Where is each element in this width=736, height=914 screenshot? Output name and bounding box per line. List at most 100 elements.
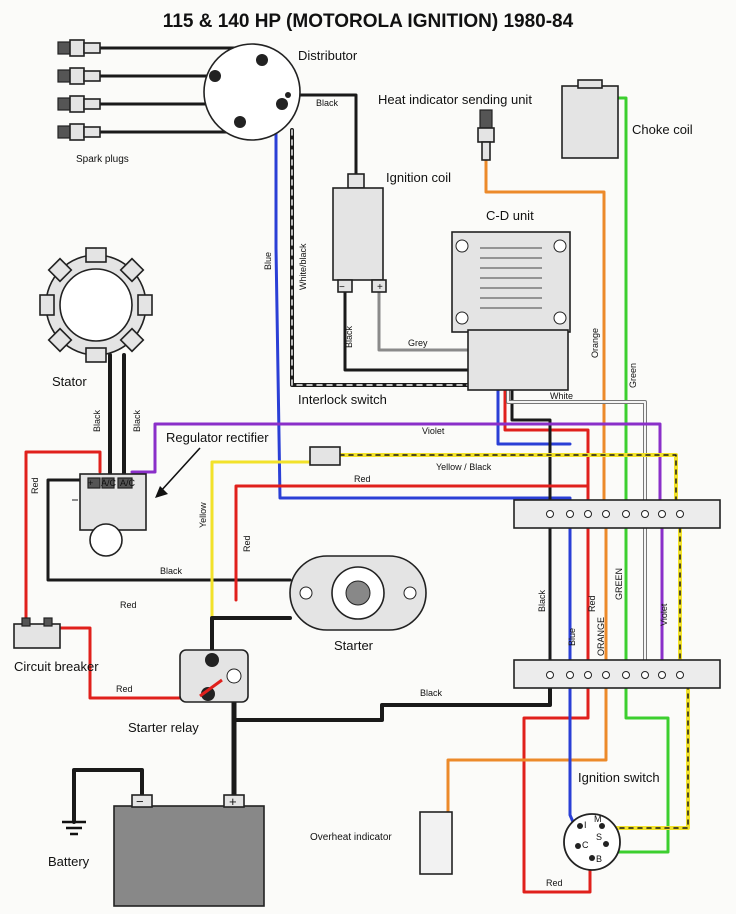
wire-green-choke [616, 96, 628, 514]
regulator-arrow-icon [159, 447, 201, 493]
wire-label-black-stator-2: Black [132, 409, 142, 432]
wire-label-orange: Orange [590, 328, 600, 358]
circuit-breaker-icon [13, 617, 61, 649]
overheat-indicator-label: Overheat indicator [310, 832, 392, 843]
wire-label-black-lower: Black [420, 688, 443, 698]
coil-minus-terminal: − [339, 282, 345, 293]
wire-red-lower [522, 684, 592, 894]
wire-black-lower [232, 684, 552, 792]
interlock-connector-icon [309, 446, 341, 466]
regulator-arrowhead-icon [155, 486, 168, 498]
wire-label-yellow: Yellow [198, 502, 208, 528]
wire-label-red-starter: Red [120, 600, 137, 610]
wire-yellow-black-lower-outer [610, 683, 690, 830]
regulator-ac-terminal-1: A/C [101, 478, 117, 488]
stator-label: Stator [52, 374, 87, 389]
wire-label-grey: Grey [408, 338, 428, 348]
wire-white-black-inner [291, 129, 477, 386]
ignition-terminal-b: B [596, 854, 602, 864]
ignition-terminal-i: I [584, 820, 587, 830]
starter-label: Starter [334, 638, 374, 653]
ignition-switch-icon [563, 813, 621, 871]
ignition-switch-label: Ignition switch [578, 770, 660, 785]
spark-plug-1-icon [57, 39, 101, 57]
spark-plugs [57, 39, 101, 141]
heat-sender-label: Heat indicator sending unit [378, 92, 532, 107]
wire-label-white: White [550, 391, 573, 401]
ignition-coil-label: Ignition coil [386, 170, 451, 185]
wire-label-black-distributor: Black [316, 98, 339, 108]
wire-red-regulator [24, 450, 102, 630]
circuit-breaker-label: Circuit breaker [14, 659, 99, 674]
stator-icon [39, 247, 153, 363]
wire-blue-cd [496, 388, 572, 446]
wire-yellow [210, 460, 312, 642]
wire-white-cd-outline [506, 388, 647, 514]
wire-label-red-ignition: Red [546, 878, 563, 888]
starter-icon [289, 555, 427, 631]
wire-label-red-block: Red [587, 595, 597, 612]
heat-sender-icon [477, 109, 495, 161]
wire-label-black-block: Black [537, 589, 547, 612]
wire-yellow-black-inner [339, 454, 677, 513]
battery-minus-terminal: − [136, 794, 144, 809]
cd-unit-label: C-D unit [486, 208, 534, 223]
wire-labels: Blue White/black Black Grey Orange Green… [30, 243, 669, 888]
wire-label-black-coil: Black [344, 325, 354, 348]
wire-yellow-black-lower-inner [611, 684, 689, 829]
wire-white-cd [507, 389, 646, 513]
wire-black-regulator-ground [46, 478, 292, 582]
wire-label-green: Green [628, 363, 638, 388]
wire-label-red-regulator: Red [30, 477, 40, 494]
wire-white-black-outer [290, 128, 478, 387]
regulator-ac-terminal-2: A/C [120, 478, 136, 488]
spark-plugs-label: Spark plugs [76, 154, 129, 165]
choke-coil-label: Choke coil [632, 122, 693, 137]
wire-red-breaker-relay [58, 626, 210, 700]
distributor-icon [203, 43, 301, 141]
diagram-title: 115 & 140 HP (MOTOROLA IGNITION) 1980-84 [163, 11, 574, 32]
wire-label-violet: Violet [422, 426, 445, 436]
distributor-label: Distributor [298, 48, 358, 63]
upper-terminal-block [513, 499, 721, 529]
cd-unit-icon [451, 231, 571, 391]
interlock-switch-label: Interlock switch [298, 392, 387, 407]
spark-plug-3-icon [57, 95, 101, 113]
overheat-indicator-icon [419, 811, 453, 875]
wire-black-cd [510, 388, 552, 514]
starter-relay-label: Starter relay [128, 720, 199, 735]
wire-black-distributor-coil [286, 93, 358, 180]
ignition-terminal-s: S [596, 832, 602, 842]
spark-plug-4-icon [57, 123, 101, 141]
wire-red-feed [234, 484, 590, 602]
wire-label-black-ground: Black [160, 566, 183, 576]
lower-terminal-block [513, 659, 721, 689]
wire-label-white-black: White/black [298, 243, 308, 290]
wire-label-green-block: GREEN [614, 568, 624, 600]
battery-plus-terminal: + [229, 794, 237, 809]
ignition-coil-icon [332, 173, 387, 293]
battery-icon [113, 794, 265, 907]
wire-label-red-relay: Red [116, 684, 133, 694]
ignition-terminal-c: C [582, 840, 589, 850]
wire-ground [72, 768, 144, 824]
wire-orange-heat-sender [484, 158, 606, 514]
ground-icon [62, 820, 86, 836]
wire-green-lower [610, 684, 670, 854]
regulator-rectifier-label: Regulator rectifier [166, 430, 269, 445]
wire-blue-lower [568, 684, 582, 840]
wire-red-cd [503, 388, 590, 514]
regulator-plus-terminal: + [88, 478, 93, 488]
regulator-rectifier-icon [72, 473, 147, 557]
wire-label-red-feed: Red [354, 474, 371, 484]
wire-label-yellow-black: Yellow / Black [436, 462, 492, 472]
starter-relay-icon [179, 649, 249, 703]
wires [24, 46, 690, 894]
wire-label-violet-block: Violet [659, 603, 669, 626]
choke-coil-icon [561, 79, 619, 159]
battery-label: Battery [48, 854, 90, 869]
wire-label-blue: Blue [263, 252, 273, 270]
spark-plug-2-icon [57, 67, 101, 85]
wire-black-starter-relay [210, 616, 292, 654]
